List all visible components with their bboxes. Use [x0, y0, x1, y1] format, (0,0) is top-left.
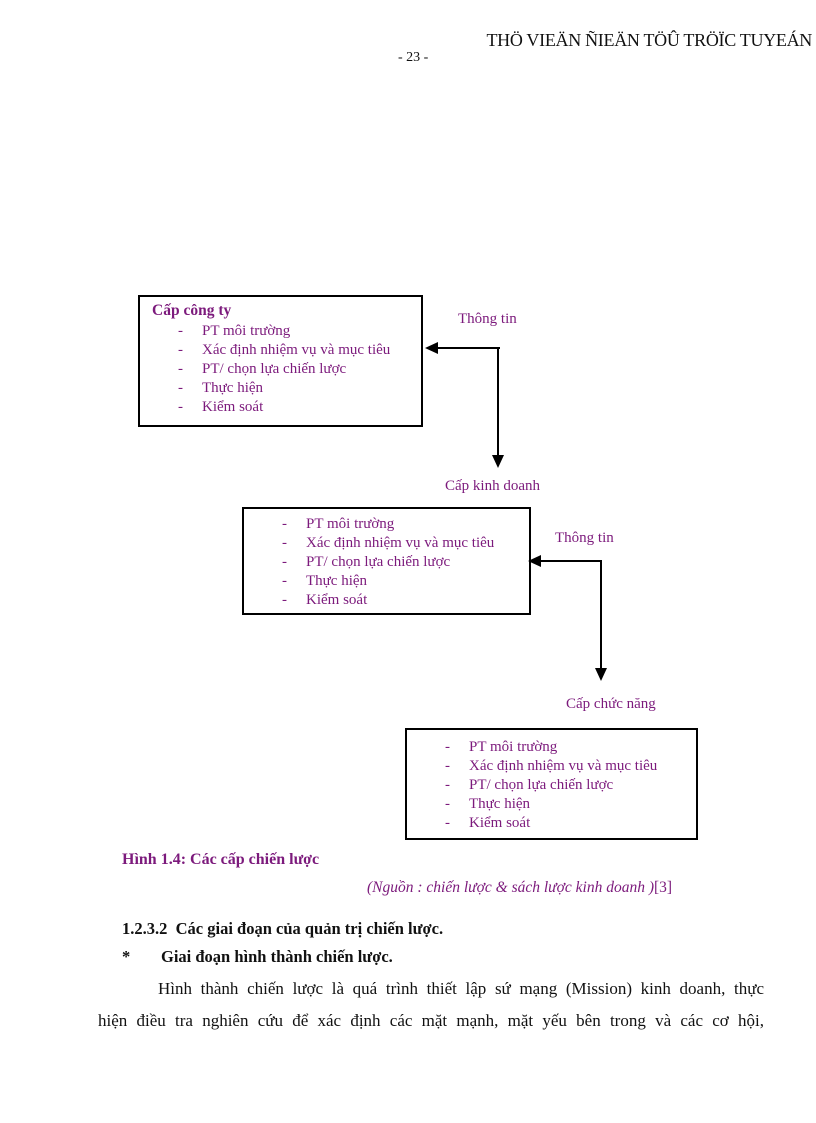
list-item-text: PT/ chọn lựa chiến lược [306, 554, 451, 570]
list-item: - PT/ chọn lựa chiến lược [140, 360, 421, 379]
bullet-dash: - [445, 739, 450, 755]
list-item-text: Xác định nhiệm vụ và mục tiêu [469, 758, 658, 774]
paragraph-line: Hình thành chiến lược là quá trình thiết… [158, 979, 764, 998]
info-label-2: Thông tin [555, 530, 614, 546]
arrow-line-horizontal [437, 347, 500, 349]
list-item: - Xác định nhiệm vụ và mục tiêu [407, 757, 696, 776]
paragraph-line: hiện điều tra nghiên cứu để xác định các… [98, 1011, 764, 1030]
functional-level-label: Cấp chức năng [566, 696, 656, 712]
list-item-text: Kiểm soát [202, 399, 264, 415]
list-item: - Thực hiện [140, 379, 421, 398]
bullet-dash: - [178, 361, 183, 377]
list-item: - Xác định nhiệm vụ và mục tiêu [244, 534, 529, 553]
list-item-text: Thực hiện [469, 796, 531, 812]
bullet-dash: - [282, 516, 287, 532]
figure-caption: Hình 1.4: Các cấp chiến lược [122, 851, 320, 868]
arrow-line-horizontal [540, 560, 602, 562]
list-item: - Thực hiện [407, 795, 696, 814]
header-title: THÖ VIEÄN ÑIEÄN TÖÛ TRÖÏC TUYEÁN [486, 30, 812, 50]
list-item: - Kiểm soát [244, 591, 529, 610]
bullet-dash: - [178, 342, 183, 358]
list-item: - Kiểm soát [407, 814, 696, 833]
subheading-marker: * [122, 947, 131, 966]
list-item: - PT/ chọn lựa chiến lược [407, 776, 696, 795]
list-item: - PT môi trường [407, 738, 696, 757]
bullet-dash: - [282, 592, 287, 608]
list-item-text: Xác định nhiệm vụ và mục tiêu [306, 535, 495, 551]
figure-source: (Nguồn : chiến lược & sách lược kinh doa… [367, 879, 672, 897]
page-number: - 23 - [398, 50, 429, 65]
list-item: - Kiểm soát [140, 398, 421, 417]
list-item-text: PT/ chọn lựa chiến lược [202, 361, 347, 377]
section-subheading: * Giai đoạn hình thành chiến lược. [122, 947, 393, 967]
list-item: - PT môi trường [140, 322, 421, 341]
corporate-level-box: Cấp công ty - PT môi trường - Xác định nhi… [138, 295, 423, 427]
bullet-dash: - [178, 380, 183, 396]
list-item: - Thực hiện [244, 572, 529, 591]
bullet-dash: - [445, 796, 450, 812]
section-heading: 1.2.3.2 Các giai đoạn của quản trị chiến… [122, 919, 444, 938]
bullet-dash: - [178, 399, 183, 415]
arrow-left-icon [528, 555, 541, 567]
list-item-text: PT môi trường [469, 739, 558, 755]
list-item-text: Kiểm soát [469, 815, 531, 831]
bullet-dash: - [445, 758, 450, 774]
list-item-text: PT môi trường [306, 516, 395, 532]
list-item-text: Thực hiện [306, 573, 368, 589]
figure-source-text: (Nguồn : chiến lược & sách lược kinh doa… [367, 879, 654, 896]
list-item-text: Xác định nhiệm vụ và mục tiêu [202, 342, 391, 358]
list-item: - Xác định nhiệm vụ và mục tiêu [140, 341, 421, 360]
business-level-box: - PT môi trường - Xác định nhiệm vụ và mục… [242, 507, 531, 615]
list-item-text: PT môi trường [202, 323, 291, 339]
functional-level-box: - PT môi trường - Xác định nhiệm vụ và mục… [405, 728, 698, 840]
arrow-line-vertical [497, 347, 499, 456]
corporate-level-title: Cấp công ty [152, 302, 232, 319]
arrow-down-icon [492, 455, 504, 468]
bullet-dash: - [445, 815, 450, 831]
list-item-text: Kiểm soát [306, 592, 368, 608]
bullet-dash: - [445, 777, 450, 793]
arrow-left-icon [425, 342, 438, 354]
list-item-text: PT/ chọn lựa chiến lược [469, 777, 614, 793]
list-item: - PT/ chọn lựa chiến lược [244, 553, 529, 572]
arrow-line-vertical [600, 560, 602, 668]
info-label-1: Thông tin [458, 311, 517, 327]
figure-source-ref: [3] [654, 879, 673, 896]
list-item: - PT môi trường [244, 515, 529, 534]
bullet-dash: - [178, 323, 183, 339]
subheading-text: Giai đoạn hình thành chiến lược. [161, 947, 393, 966]
bullet-dash: - [282, 535, 287, 551]
business-level-label: Cấp kinh doanh [445, 478, 540, 494]
list-item-text: Thực hiện [202, 380, 264, 396]
arrow-down-icon [595, 668, 607, 681]
bullet-dash: - [282, 573, 287, 589]
bullet-dash: - [282, 554, 287, 570]
